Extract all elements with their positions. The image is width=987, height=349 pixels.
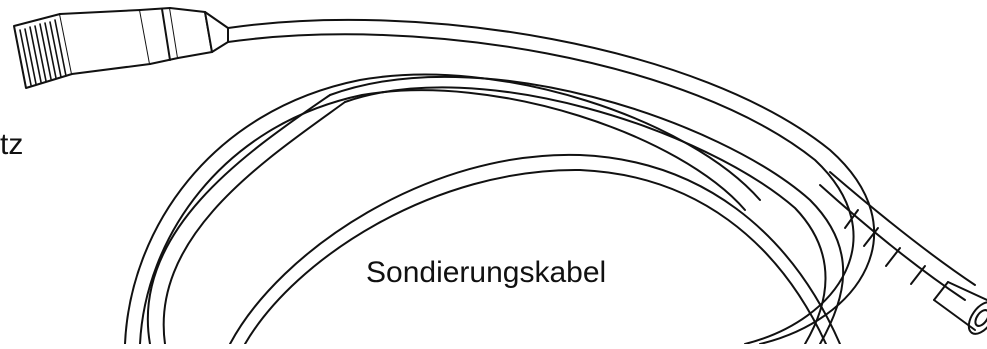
connector-label-partial: tz <box>0 128 24 161</box>
cable-coil <box>124 18 976 345</box>
cable-connector-icon <box>13 7 229 89</box>
flex-segments <box>844 209 949 301</box>
probe-cable-label: Sondierungskabel <box>366 256 607 289</box>
camera-probe-tip-icon <box>933 281 987 335</box>
